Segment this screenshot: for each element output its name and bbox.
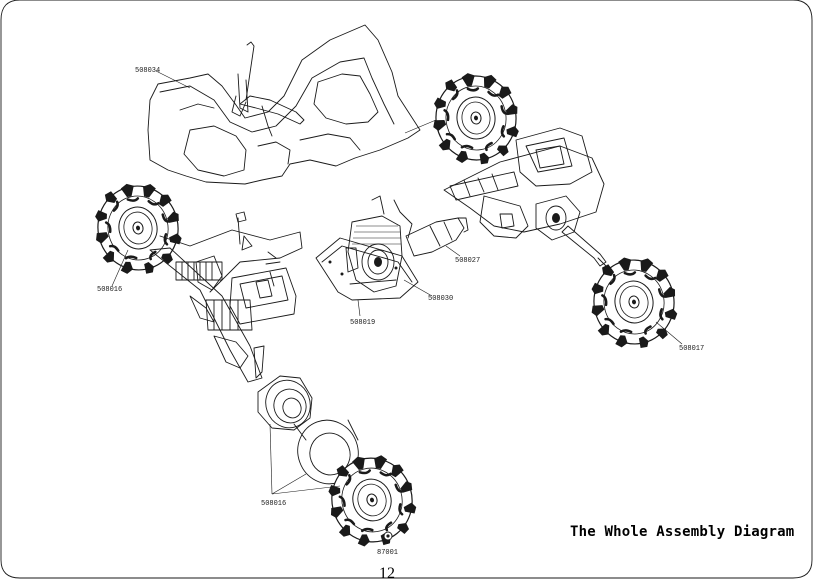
label-body-shell: 508034	[135, 67, 160, 75]
label-front-chassis: 508016	[97, 286, 122, 294]
label-wheel-nut: 87001	[377, 549, 398, 557]
wheel-exploded	[257, 375, 427, 558]
engine-assembly	[315, 195, 469, 301]
rear-chassis	[425, 66, 685, 357]
label-engine-plate: 508019	[350, 319, 375, 327]
leader-lines	[111, 70, 683, 544]
label-wheel-parts: 508016	[261, 500, 286, 508]
diagram-title: The Whole Assembly Diagram	[570, 524, 794, 540]
label-rear-chassis: 508017	[679, 345, 704, 353]
body-shell	[147, 24, 421, 185]
front-chassis	[85, 174, 303, 383]
page-number: 12	[379, 565, 395, 581]
label-exhaust: 508027	[455, 257, 480, 265]
front-shock	[175, 261, 223, 281]
label-engine: 508030	[428, 295, 453, 303]
